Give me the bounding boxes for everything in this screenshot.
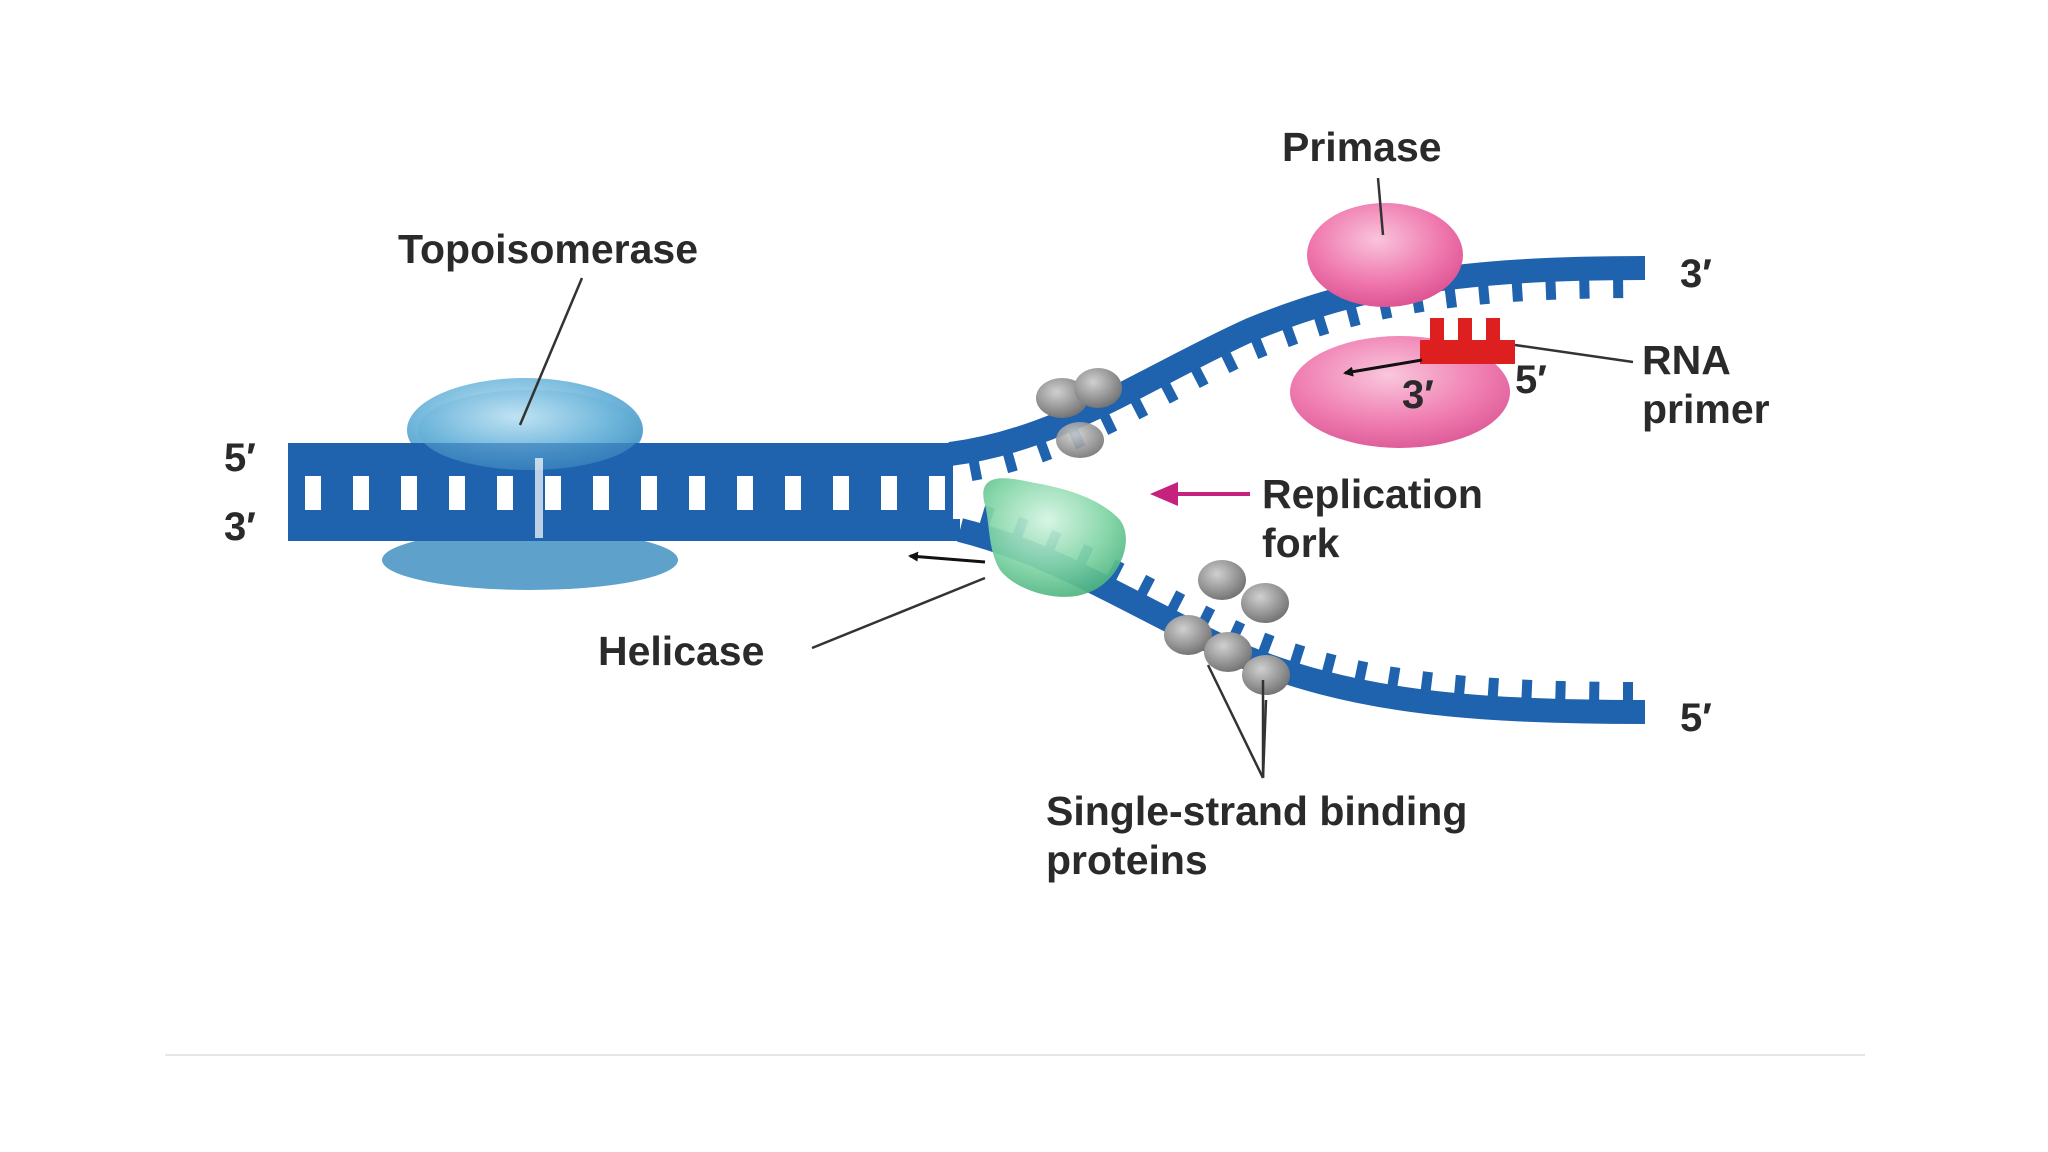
- strand-base: [1257, 632, 1275, 657]
- strand-base: [1159, 379, 1179, 404]
- label-rna: RNA: [1642, 337, 1731, 383]
- label-replication: Replication: [1262, 471, 1483, 517]
- base-pair: [737, 476, 753, 510]
- strand-base: [1420, 671, 1433, 695]
- strand-base: [1579, 276, 1590, 299]
- topoisomerase-front: [418, 390, 642, 538]
- base-pair: [545, 476, 561, 510]
- duplex-band: [288, 454, 953, 530]
- strand-base: [1477, 281, 1490, 305]
- rna-primer-shape: [1420, 318, 1515, 364]
- base-pair: [833, 476, 849, 510]
- strand-base: [1444, 285, 1458, 309]
- strand-base: [1321, 652, 1337, 677]
- base-pair: [449, 476, 465, 510]
- strand-base: [1555, 680, 1566, 704]
- base-pair: [785, 476, 801, 510]
- strand-base: [1135, 574, 1155, 599]
- label-primase: Primase: [1282, 124, 1442, 170]
- strand-base: [1313, 312, 1330, 337]
- label-topoisomerase: Topoisomerase: [398, 226, 698, 272]
- label-fork: fork: [1262, 520, 1340, 566]
- strand-base: [968, 457, 983, 481]
- bottom-divider: [165, 1054, 1865, 1056]
- ssb-upper-cluster: [1036, 368, 1122, 458]
- base-pair: [641, 476, 657, 510]
- strand-base: [1281, 322, 1299, 348]
- duplex-base-pairs: [288, 454, 953, 530]
- strand-base: [1511, 279, 1523, 302]
- base-pair: [689, 476, 705, 510]
- strand-base: [1035, 438, 1053, 463]
- strand-base: [1289, 643, 1306, 668]
- base-pair: [353, 476, 369, 510]
- end-left-3prime: 3′: [224, 505, 256, 549]
- strand-base: [1189, 363, 1209, 389]
- base-pair: [881, 476, 897, 510]
- label-single-strand-binding: Single-strand binding: [1046, 788, 1468, 834]
- end-upper-3prime: 3′: [1680, 252, 1712, 296]
- strand-base: [1002, 449, 1018, 474]
- end-primer-3prime: 3′: [1402, 373, 1434, 417]
- end-lower-5prime: 5′: [1680, 696, 1712, 740]
- end-left-5prime: 5′: [224, 436, 256, 480]
- strand-base: [1249, 334, 1268, 360]
- strand-base: [1545, 277, 1557, 301]
- upper-strand-backbone: [948, 256, 1646, 466]
- base-pair: [305, 476, 321, 510]
- strand-base: [1166, 590, 1186, 615]
- label-primer: primer: [1642, 386, 1770, 432]
- label-helicase: Helicase: [598, 628, 765, 674]
- strand-base: [1219, 348, 1239, 373]
- strand-base: [1487, 677, 1499, 701]
- base-pair: [401, 476, 417, 510]
- primer-synthesis-arrow: [1343, 358, 1423, 377]
- base-pair: [593, 476, 609, 510]
- leader-lines: [518, 177, 1634, 779]
- strand-base: [1129, 395, 1149, 420]
- strand-base: [1353, 660, 1369, 684]
- replication-fork-arrowhead: [1150, 482, 1178, 506]
- end-primer-5prime: 5′: [1515, 358, 1547, 402]
- label-proteins: proteins: [1046, 837, 1208, 883]
- ssb-lower-cluster: [1164, 560, 1290, 695]
- helicase-direction-arrow: [908, 551, 986, 564]
- strand-base: [1521, 679, 1533, 702]
- strand-base: [1453, 674, 1466, 698]
- strand-base: [1098, 410, 1118, 435]
- strand-base: [1386, 666, 1401, 690]
- base-pair: [497, 476, 513, 510]
- helicase-body: [983, 478, 1126, 597]
- strand-base: [1345, 303, 1361, 328]
- base-pair: [929, 476, 945, 510]
